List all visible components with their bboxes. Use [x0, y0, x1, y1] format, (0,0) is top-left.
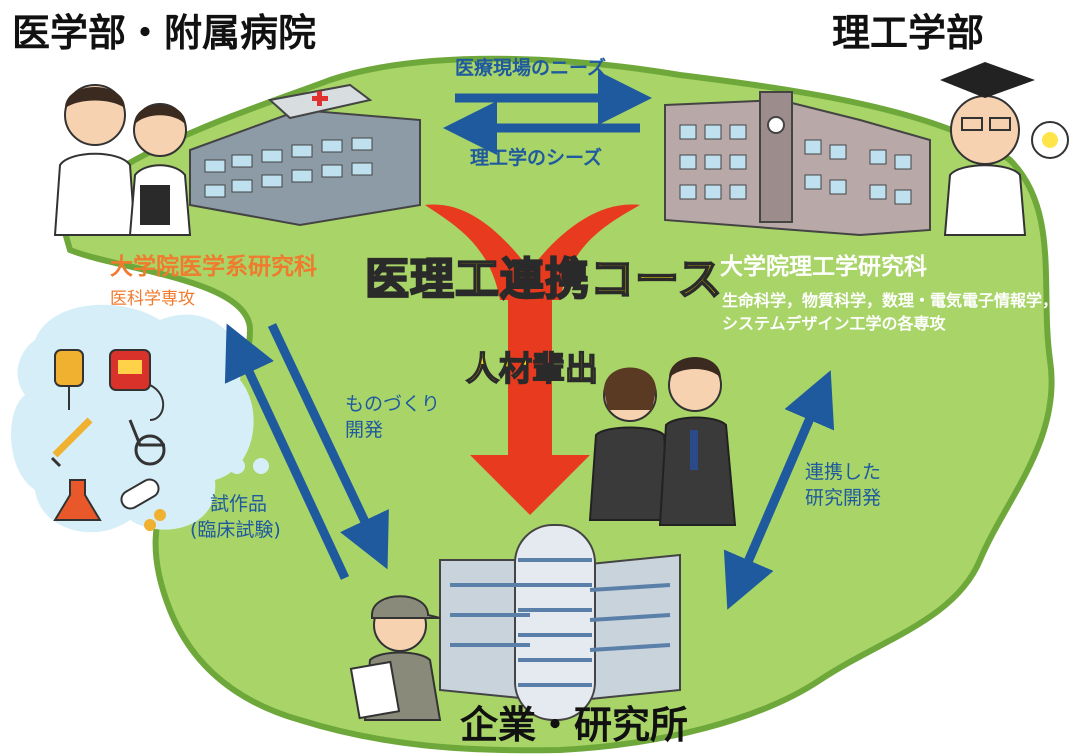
medical-major: 医科学専攻 [110, 289, 195, 309]
flask-icon [53, 479, 102, 521]
doctor-figure [53, 84, 137, 236]
needs-label: 医療現場のニーズ [455, 57, 607, 79]
course-title: 医理工連携コース [364, 253, 723, 305]
collab-arrow [723, 370, 835, 610]
engineering-major-line-1: 生命科学，物質科学，数理・電気電子情報学， [722, 291, 1059, 310]
talent-red-arrow [425, 204, 640, 515]
collab-label-line-2: 研究開発 [805, 487, 882, 509]
capsule-icon [120, 478, 166, 531]
worker-figure [349, 595, 442, 721]
company-building [439, 524, 681, 721]
nurse-figure [128, 103, 192, 236]
collab-label-line-1: 連携した [805, 461, 882, 483]
blood-bag-icon [109, 349, 165, 421]
prototype-label-line-1: 試作品 [210, 493, 268, 515]
professor-figure [940, 62, 1069, 236]
crutch-icon [50, 417, 93, 468]
engineering-title: 理工学部 [832, 11, 985, 55]
iv-drip-icon [54, 349, 84, 410]
engineering-building [664, 91, 931, 237]
engineering-major-line-2: システムデザイン工学の各専攻 [722, 314, 946, 333]
monozukuri-label-line-1: ものづくり [345, 393, 441, 415]
medical-graduate-school: 大学院医学系研究科 [110, 254, 317, 280]
industry-title: 企業・研究所 [460, 703, 689, 747]
talent-label: 人材輩出 [465, 349, 599, 388]
businesspeople-figure [588, 357, 737, 526]
monozukuri-arrow [267, 323, 389, 570]
medical-title: 医学部・附属病院 [12, 11, 317, 55]
seeds-label: 理工学のシーズ [470, 147, 603, 169]
wheelchair-icon [128, 419, 166, 466]
engineering-graduate-school: 大学院理工学研究科 [720, 254, 927, 280]
medical-devices-bubble [11, 304, 269, 533]
hospital-building [189, 83, 421, 227]
prototype-arrow [224, 323, 350, 580]
monozukuri-label-line-2: 開発 [345, 419, 384, 441]
prototype-label-line-2: (臨床試験) [190, 519, 281, 541]
